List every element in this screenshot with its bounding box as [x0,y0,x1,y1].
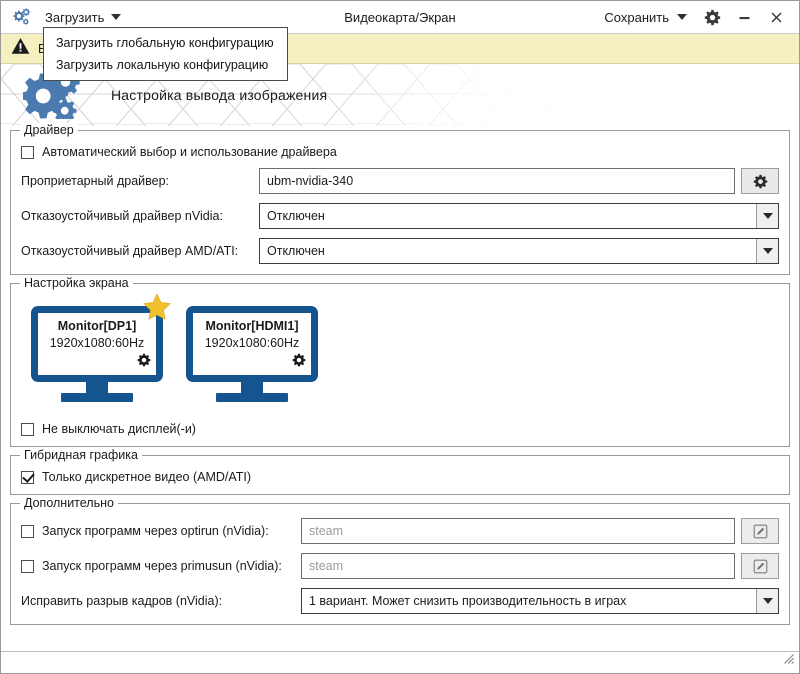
auto-driver-checkbox[interactable]: Автоматический выбор и использование дра… [21,145,337,159]
chevron-down-icon [677,14,687,20]
screen-group-legend: Настройка экрана [20,276,133,290]
menu-item-load-global[interactable]: Загрузить глобальную конфигурацию [56,36,274,50]
monitor-settings-gear-icon[interactable] [292,353,306,372]
menu-item-load-local[interactable]: Загрузить локальную конфигурацию [56,58,269,72]
monitor-resolution: 1920x1080:60Hz [204,336,300,351]
chevron-down-icon [756,239,778,263]
save-menu-button[interactable]: Сохранить [596,7,695,28]
monitor-item[interactable]: Monitor[HDMI1] 1920x1080:60Hz [186,306,318,402]
close-button[interactable] [761,4,791,30]
primusrun-row: Запуск программ через primusun (nVidia): [21,553,779,579]
optirun-label: Запуск программ через optirun (nVidia): [42,524,269,538]
driver-group: Драйвер Автоматический выбор и использов… [10,123,790,275]
app-icon [1,7,41,27]
warning-text: В [38,42,46,56]
amd-fallback-row: Отказоустойчивый драйвер AMD/ATI: Отключ… [21,238,779,264]
chevron-down-icon [756,204,778,228]
monitor-screen[interactable]: Monitor[DP1] 1920x1080:60Hz [31,306,163,382]
amd-fallback-value: Отключен [267,244,325,258]
nvidia-fallback-row: Отказоустойчивый драйвер nVidia: Отключе… [21,203,779,229]
no-blank-row: Не выключать дисплей(-и) [21,422,779,436]
primusrun-edit-button[interactable] [741,553,779,579]
proprietary-driver-input[interactable] [259,168,735,194]
driver-group-legend: Драйвер [20,123,78,137]
monitor-name: Monitor[DP1] [57,319,137,333]
resize-grip-icon[interactable] [781,651,795,670]
discrete-video-label: Только дискретное видео (AMD/ATI) [42,470,252,484]
optirun-edit-button[interactable] [741,518,779,544]
primusrun-label: Запуск программ через primusun (nVidia): [42,559,282,573]
window-title-text: Видеокарта/Экран [344,9,456,25]
load-menu-label: Загрузить [45,9,105,25]
monitor-base [216,393,288,402]
load-dropdown-menu[interactable]: Загрузить глобальную конфигурацию Загруз… [43,27,288,81]
monitor-resolution: 1920x1080:60Hz [49,336,145,351]
no-blank-label: Не выключать дисплей(-и) [42,422,196,436]
proprietary-driver-settings-button[interactable] [741,168,779,194]
edit-pencil-icon [753,524,767,538]
monitor-base [61,393,133,402]
hybrid-graphics-legend: Гибридная графика [20,448,142,462]
no-blank-checkbox[interactable]: Не выключать дисплей(-и) [21,422,196,436]
optirun-input[interactable] [301,518,735,544]
additional-group-legend: Дополнительно [20,496,118,510]
additional-group: Дополнительно Запуск программ через opti… [10,496,790,625]
tearfree-select[interactable]: 1 вариант. Может снизить производительно… [301,588,779,614]
title-bar-actions: Сохранить [596,4,799,30]
load-menu-button[interactable]: Загрузить [41,7,129,28]
minimize-button[interactable] [729,4,759,30]
amd-fallback-label: Отказоустойчивый драйвер AMD/ATI: [21,244,239,258]
status-bar [1,651,799,673]
chevron-down-icon [756,589,778,613]
proprietary-driver-label: Проприетарный драйвер: [21,174,170,188]
edit-pencil-icon [753,559,767,573]
settings-button[interactable] [697,4,727,30]
discrete-video-row: Только дискретное видео (AMD/ATI) [21,470,779,484]
screen-group: Настройка экрана Monitor[DP1] 1920x1080:… [10,276,790,447]
monitor-list: Monitor[DP1] 1920x1080:60Hz [21,293,779,408]
nvidia-fallback-select[interactable]: Отключен [259,203,779,229]
monitor-stand [241,382,263,393]
checkbox-box [21,145,34,159]
checkbox-box [21,422,34,436]
nvidia-fallback-label: Отказоустойчивый драйвер nVidia: [21,209,223,223]
optirun-checkbox[interactable]: Запуск программ через optirun (nVidia): [21,524,301,538]
auto-driver-row: Автоматический выбор и использование дра… [21,145,779,159]
nvidia-fallback-value: Отключен [267,209,325,223]
amd-fallback-select[interactable]: Отключен [259,238,779,264]
checkbox-box [21,470,34,484]
auto-driver-label: Автоматический выбор и использование дра… [42,145,337,159]
monitor-screen[interactable]: Monitor[HDMI1] 1920x1080:60Hz [186,306,318,382]
tearfree-row: Исправить разрыв кадров (nVidia): 1 вари… [21,588,779,614]
hybrid-graphics-group: Гибридная графика Только дискретное виде… [10,448,790,495]
checkbox-box [21,559,34,573]
monitor-settings-gear-icon[interactable] [137,353,151,372]
monitor-name: Monitor[HDMI1] [205,319,299,333]
checkbox-box [21,524,34,538]
proprietary-driver-row: Проприетарный драйвер: [21,168,779,194]
primusrun-input[interactable] [301,553,735,579]
banner-title: Настройка вывода изображения [111,87,328,103]
star-icon [142,293,172,327]
optirun-row: Запуск программ через optirun (nVidia): [21,518,779,544]
discrete-video-checkbox[interactable]: Только дискретное видео (AMD/ATI) [21,470,251,484]
monitor-item[interactable]: Monitor[DP1] 1920x1080:60Hz [31,293,171,402]
tearfree-value: 1 вариант. Может снизить производительно… [309,594,627,608]
monitor-stand [86,382,108,393]
save-menu-label: Сохранить [604,9,669,25]
chevron-down-icon [111,14,122,20]
gear-icon [753,174,767,188]
tearfree-label: Исправить разрыв кадров (nVidia): [21,594,223,608]
settings-content: Драйвер Автоматический выбор и использов… [1,123,799,625]
primusrun-checkbox[interactable]: Запуск программ через primusun (nVidia): [21,559,301,573]
warning-triangle-icon [11,37,30,60]
